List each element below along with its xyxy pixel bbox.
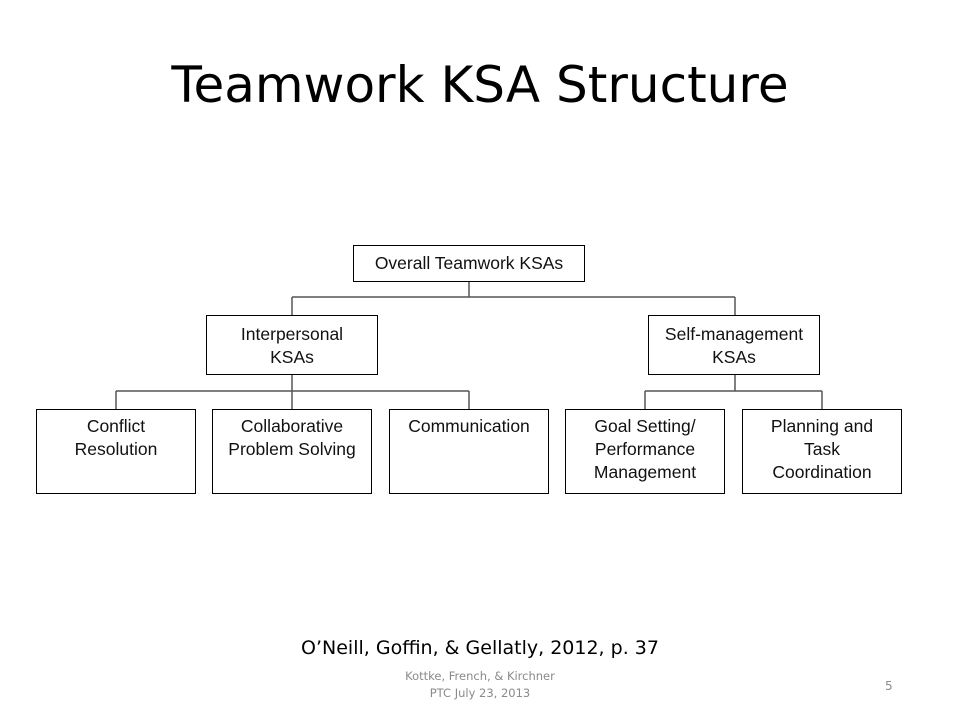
node-label: Conflict <box>86 416 146 436</box>
footer-authors: Kottke, French, & Kirchner <box>405 669 555 683</box>
node-label: Collaborative <box>240 416 344 436</box>
node-collaborative-problem-solving: Collaborative Problem Solving <box>212 409 372 494</box>
node-label: Communication <box>408 416 530 436</box>
page-number: 5 <box>885 679 893 693</box>
footer-date: PTC July 23, 2013 <box>429 686 531 700</box>
slide-footer: Kottke, French, & Kirchner PTC July 23, … <box>380 668 580 702</box>
node-label: Management <box>593 462 697 482</box>
node-label: Problem Solving <box>228 439 356 459</box>
slide-title: Teamwork KSA Structure <box>171 56 789 114</box>
node-label: KSAs <box>270 347 314 367</box>
node-label: Self-management <box>664 324 804 344</box>
node-goal-setting: Goal Setting/ Performance Management <box>565 409 725 494</box>
node-label: Resolution <box>74 439 158 459</box>
node-communication: Communication <box>389 409 549 494</box>
node-label: KSAs <box>712 347 756 367</box>
node-label: Overall Teamwork KSAs <box>374 253 564 273</box>
node-interpersonal: Interpersonal KSAs <box>206 315 378 375</box>
node-conflict-resolution: Conflict Resolution <box>36 409 196 494</box>
node-label: Interpersonal <box>240 324 344 344</box>
node-self-management: Self-management KSAs <box>648 315 820 375</box>
node-label: Planning and <box>770 416 874 436</box>
node-label: Coordination <box>772 462 872 482</box>
node-label: Task <box>804 439 840 459</box>
node-label: Goal Setting/ <box>594 416 696 436</box>
node-label: Performance <box>594 439 696 459</box>
node-overall-teamwork: Overall Teamwork KSAs <box>353 245 585 282</box>
source-citation: O’Neill, Goffin, & Gellatly, 2012, p. 37 <box>301 637 659 659</box>
node-planning-task-coordination: Planning and Task Coordination <box>742 409 902 494</box>
